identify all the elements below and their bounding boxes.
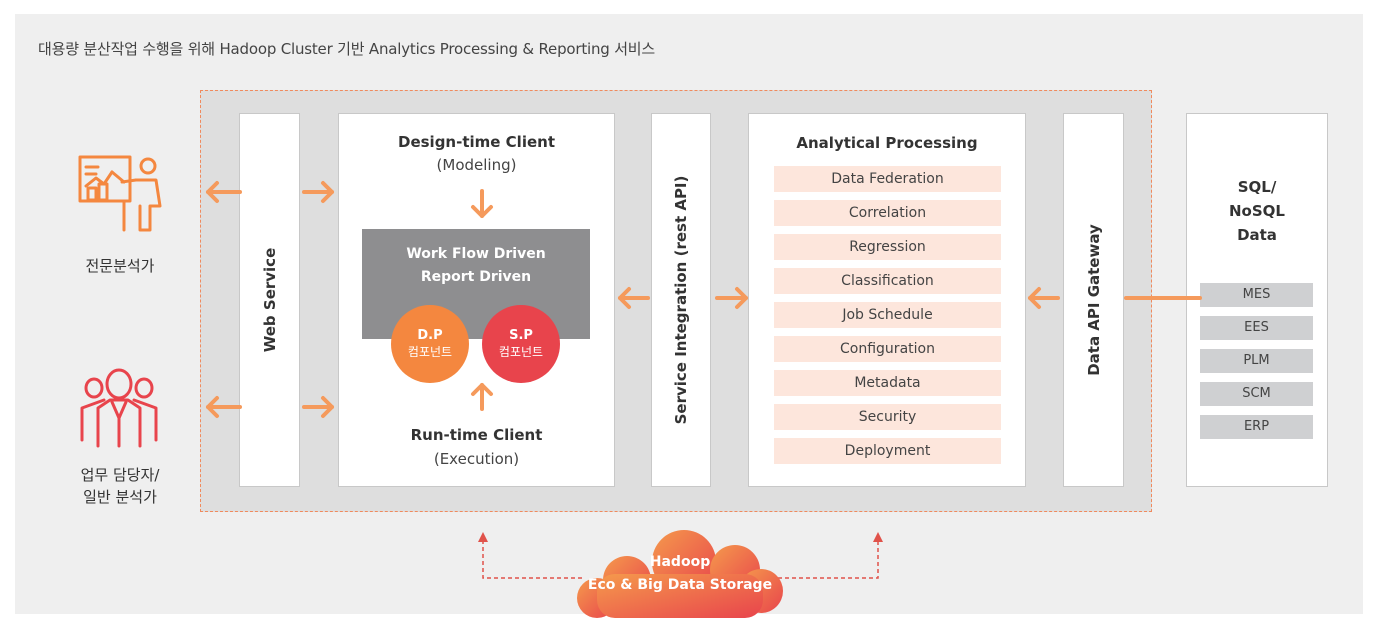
web-service-label: Web Service <box>260 247 279 353</box>
data-item-erp: ERP <box>1200 415 1313 439</box>
hadoop-cloud-title: Hadoop <box>649 554 711 570</box>
run-time-client-title: Run-time Client <box>410 426 543 444</box>
ap-item-job-schedule: Job Schedule <box>774 302 1001 328</box>
data-item-mes: MES <box>1200 283 1313 307</box>
analytical-processing-title: Analytical Processing <box>796 134 978 152</box>
data-source-title-line2: NoSQL <box>1229 202 1285 220</box>
data-api-gateway-label: Data API Gateway <box>1084 224 1103 376</box>
dp-component-label: 컴포넌트 <box>407 345 453 359</box>
dp-component-title: D.P <box>417 328 443 343</box>
sp-component-title: S.P <box>509 328 533 343</box>
data-item-ees: EES <box>1200 316 1313 340</box>
ap-item-regression: Regression <box>774 234 1001 260</box>
design-time-client-subtitle: (Modeling) <box>436 156 517 174</box>
diagram-subtitle: 대용량 분산작업 수행을 위해 Hadoop Cluster 기반 Analyt… <box>38 40 655 58</box>
data-source-title-line1: SQL/ <box>1237 178 1277 196</box>
data-source-title-line3: Data <box>1237 226 1277 244</box>
hadoop-cloud-subtitle: Eco & Big Data Storage <box>587 577 773 593</box>
ap-item-data-federation: Data Federation <box>774 166 1001 192</box>
run-time-client-subtitle: (Execution) <box>433 450 520 468</box>
ap-item-security: Security <box>774 404 1001 430</box>
sp-component-circle: S.P 컴포넌트 <box>482 305 560 383</box>
work-flow-label: Work Flow Driven <box>406 246 546 262</box>
ap-item-metadata: Metadata <box>774 370 1001 396</box>
design-time-client-title: Design-time Client <box>398 133 555 151</box>
general-analyst-label-line2: 일반 분석가 <box>83 488 157 506</box>
data-item-scm: SCM <box>1200 382 1313 406</box>
service-integration-panel: Service Integration (rest API) <box>651 113 711 487</box>
ap-item-classification: Classification <box>774 268 1001 294</box>
expert-analyst-label: 전문분석가 <box>85 257 155 275</box>
ap-item-configuration: Configuration <box>774 336 1001 362</box>
general-analyst-label-line1: 업무 담당자/ <box>80 466 160 484</box>
ap-item-correlation: Correlation <box>774 200 1001 226</box>
service-integration-label: Service Integration (rest API) <box>672 175 690 425</box>
web-service-panel: Web Service <box>239 113 300 487</box>
ap-item-deployment: Deployment <box>774 438 1001 464</box>
sp-component-label: 컴포넌트 <box>498 345 544 359</box>
data-item-plm: PLM <box>1200 349 1313 373</box>
report-driven-label: Report Driven <box>420 269 532 285</box>
data-api-gateway-panel: Data API Gateway <box>1063 113 1124 487</box>
dp-component-circle: D.P 컴포넌트 <box>391 305 469 383</box>
